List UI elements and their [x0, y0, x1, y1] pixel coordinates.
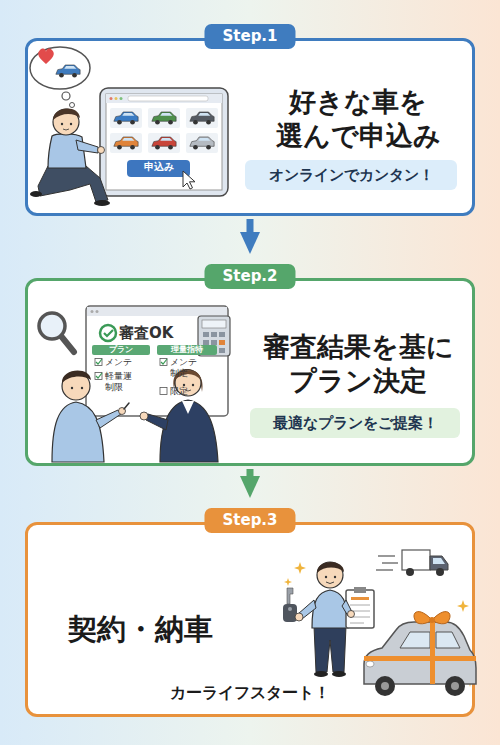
step-badge: Step.1 [204, 24, 295, 49]
step-note: カーライフスタート！ [28, 683, 472, 703]
flow-arrow [247, 469, 254, 486]
pill-text: 最適なプランをご提案！ [273, 414, 438, 433]
step-badge: Step.2 [204, 264, 295, 289]
step-title: 契約・納車 [68, 611, 288, 648]
note-pill: オンラインでカンタン！ [245, 160, 457, 190]
step-title: 好きな車を 選んで申込み [253, 85, 463, 154]
step-card: Step.3契約・納車カーライフスタート！ [25, 522, 475, 717]
note-pill: 最適なプランをご提案！ [250, 408, 460, 438]
step-badge: Step.3 [204, 508, 295, 533]
flow-arrow [247, 219, 254, 242]
pill-text: オンラインでカンタン！ [269, 166, 434, 185]
step-card: Step.1好きな車を 選んで申込みオンラインでカンタン！ [25, 38, 475, 216]
step-card: Step.2審査結果を基に プラン決定最適なプランをご提案！ [25, 278, 475, 466]
step-title: 審査結果を基に プラン決定 [253, 330, 463, 399]
